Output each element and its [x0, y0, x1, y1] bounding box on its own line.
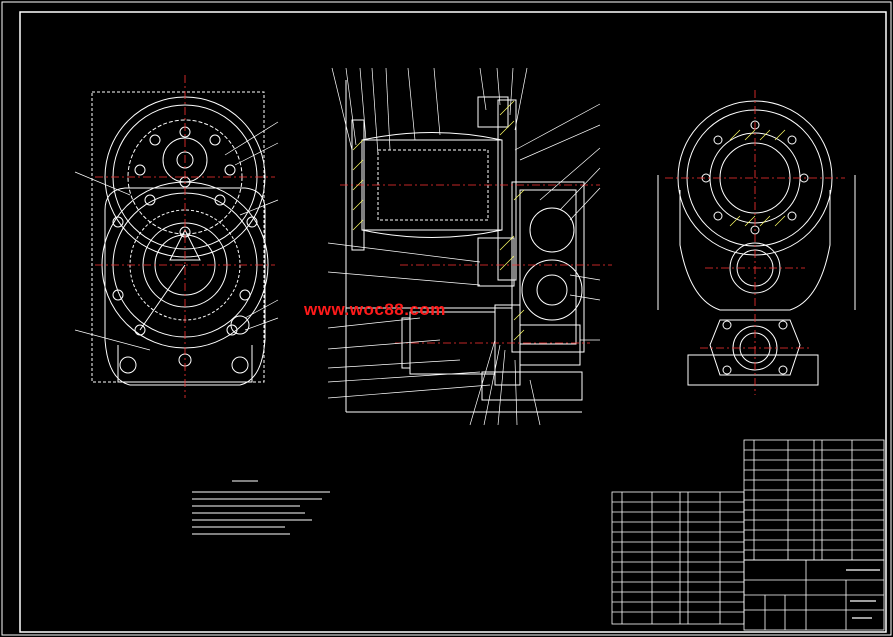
- center-view-top-leaders: [331, 67, 528, 156]
- parts-list-table: [611, 491, 745, 625]
- right-view-hatching: [729, 129, 786, 227]
- parts-list-table-upper: [743, 439, 885, 561]
- technical-notes: [192, 480, 330, 535]
- left-end-view: [91, 91, 269, 386]
- right-end-view: [657, 100, 856, 386]
- center-section-view: [345, 80, 585, 413]
- title-block-text-strokes: [846, 569, 880, 619]
- watermark-text: www.woc88.com: [304, 300, 446, 319]
- right-view-center-lines: [665, 90, 845, 395]
- center-view-center-lines: [340, 184, 612, 344]
- left-view-leaders: [74, 121, 279, 351]
- title-block: [743, 559, 885, 631]
- center-view-side-leaders: [327, 103, 601, 426]
- left-view-center-lines: [95, 75, 275, 398]
- center-view-hatching: [352, 100, 525, 341]
